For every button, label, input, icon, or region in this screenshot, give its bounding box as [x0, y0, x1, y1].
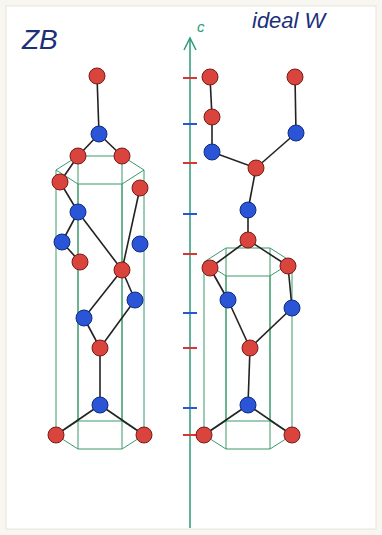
structure-label: ZB — [22, 24, 58, 56]
structure-label: ideal W — [252, 8, 325, 34]
zb-atoms-blue — [54, 126, 148, 413]
c-axis — [184, 38, 196, 528]
zb-atoms — [48, 68, 152, 443]
w-prism — [204, 248, 292, 449]
zb-prism — [56, 156, 144, 449]
paper — [6, 6, 376, 529]
w-atoms — [196, 69, 303, 443]
w-atoms-blue — [204, 125, 304, 413]
axis-label: c — [197, 18, 205, 35]
axis-ticks — [183, 78, 197, 435]
zb-bonds — [56, 76, 144, 435]
w-bonds — [204, 77, 296, 435]
